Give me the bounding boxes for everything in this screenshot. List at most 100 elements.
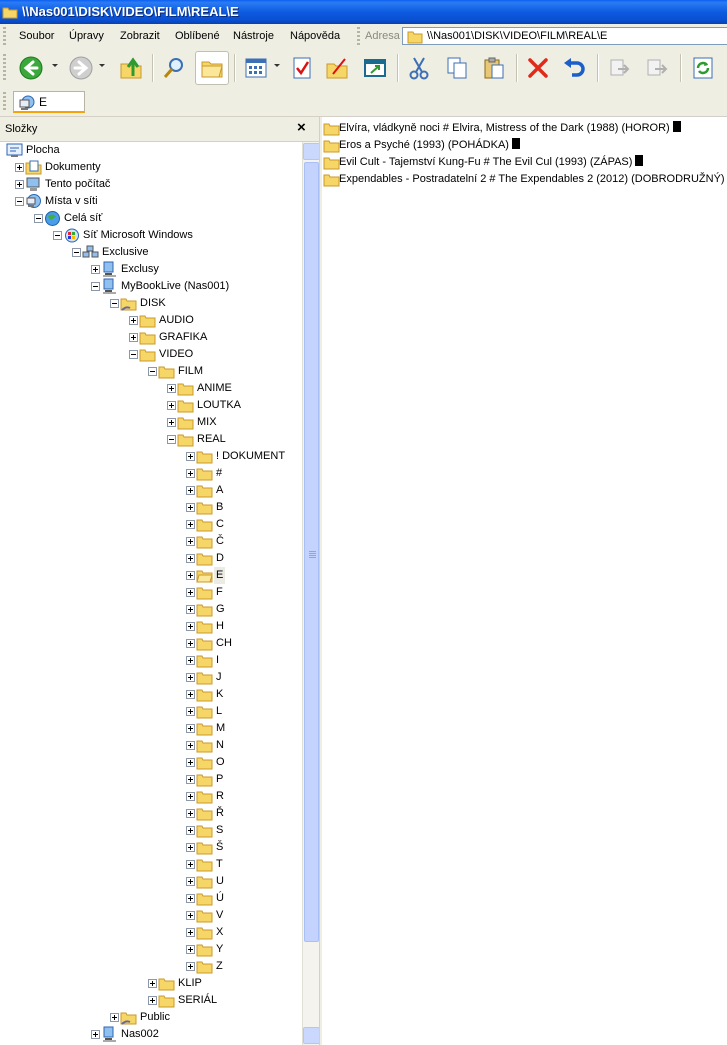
map-drive-button[interactable]: [358, 51, 392, 85]
tree-item[interactable]: I: [0, 652, 302, 669]
pane-splitter[interactable]: [319, 117, 323, 1045]
expand-icon[interactable]: [186, 809, 195, 818]
menu-napoveda[interactable]: Nápověda: [290, 30, 341, 42]
forward-button[interactable]: [64, 51, 98, 85]
expand-icon[interactable]: [186, 945, 195, 954]
expand-icon[interactable]: [91, 1030, 100, 1039]
title-bar[interactable]: \\Nas001\DISK\VIDEO\FILM\REAL\E: [0, 0, 727, 24]
tree-item[interactable]: Exclusive: [0, 244, 302, 261]
toolbar-grip[interactable]: [3, 54, 6, 82]
tree-item[interactable]: V: [0, 907, 302, 924]
tree-item[interactable]: REAL: [0, 431, 302, 448]
tree-item[interactable]: E: [0, 567, 302, 584]
tree-item[interactable]: N: [0, 737, 302, 754]
tree-item[interactable]: B: [0, 499, 302, 516]
search-button[interactable]: [157, 51, 191, 85]
tree-item[interactable]: Místa v síti: [0, 193, 302, 210]
tree-scrollbar[interactable]: [302, 142, 320, 1045]
expand-icon[interactable]: [186, 741, 195, 750]
undo-button[interactable]: [557, 51, 591, 85]
expand-icon[interactable]: [15, 163, 24, 172]
tree-item[interactable]: AUDIO: [0, 312, 302, 329]
expand-icon[interactable]: [186, 792, 195, 801]
address-grip[interactable]: [357, 27, 360, 45]
expand-icon[interactable]: [186, 826, 195, 835]
tree-item[interactable]: VIDEO: [0, 346, 302, 363]
tree-item[interactable]: M: [0, 720, 302, 737]
collapse-icon[interactable]: [53, 231, 62, 240]
expand-icon[interactable]: [186, 928, 195, 937]
expand-icon[interactable]: [186, 486, 195, 495]
move-to-button[interactable]: [603, 51, 637, 85]
list-item[interactable]: Evil Cult - Tajemství Kung-Fu # The Evil…: [322, 154, 727, 171]
expand-icon[interactable]: [148, 979, 157, 988]
tree-item[interactable]: Č: [0, 533, 302, 550]
tree-item[interactable]: Celá síť: [0, 210, 302, 227]
expand-icon[interactable]: [91, 265, 100, 274]
tree-item[interactable]: Ř: [0, 805, 302, 822]
menu-oblibene[interactable]: Oblíbené: [175, 30, 220, 42]
refresh-button[interactable]: [686, 51, 720, 85]
cut-button[interactable]: [402, 51, 436, 85]
expand-icon[interactable]: [186, 877, 195, 886]
tree-item[interactable]: CH: [0, 635, 302, 652]
back-button[interactable]: [14, 51, 48, 85]
copy-button[interactable]: [440, 51, 474, 85]
tree-item[interactable]: Ú: [0, 890, 302, 907]
tree-item[interactable]: X: [0, 924, 302, 941]
expand-icon[interactable]: [186, 894, 195, 903]
tree-item[interactable]: U: [0, 873, 302, 890]
tree-item[interactable]: L: [0, 703, 302, 720]
collapse-icon[interactable]: [15, 197, 24, 206]
delete-button[interactable]: [521, 51, 555, 85]
collapse-icon[interactable]: [148, 367, 157, 376]
collapse-icon[interactable]: [91, 282, 100, 291]
copy-to-button[interactable]: [640, 51, 674, 85]
tree-item[interactable]: GRAFIKA: [0, 329, 302, 346]
tree-item[interactable]: Tento počítač: [0, 176, 302, 193]
tree-item[interactable]: Dokumenty: [0, 159, 302, 176]
scroll-thumb[interactable]: [304, 162, 319, 942]
forward-dropdown[interactable]: [99, 64, 105, 67]
tree-item[interactable]: DISK: [0, 295, 302, 312]
expand-icon[interactable]: [186, 690, 195, 699]
tree-item[interactable]: K: [0, 686, 302, 703]
menu-zobrazit[interactable]: Zobrazit: [120, 30, 160, 42]
tree-item[interactable]: G: [0, 601, 302, 618]
expand-icon[interactable]: [186, 962, 195, 971]
tree-item[interactable]: Síť Microsoft Windows: [0, 227, 302, 244]
expand-icon[interactable]: [186, 843, 195, 852]
tree-item[interactable]: ANIME: [0, 380, 302, 397]
tree-item[interactable]: D: [0, 550, 302, 567]
expand-icon[interactable]: [186, 639, 195, 648]
tree-item[interactable]: S: [0, 822, 302, 839]
expand-icon[interactable]: [15, 180, 24, 189]
expand-icon[interactable]: [186, 452, 195, 461]
scroll-up-button[interactable]: [303, 143, 320, 160]
tree-item[interactable]: A: [0, 482, 302, 499]
toolbar-grip[interactable]: [3, 92, 6, 112]
collapse-icon[interactable]: [72, 248, 81, 257]
tree-item[interactable]: #: [0, 465, 302, 482]
expand-icon[interactable]: [110, 1013, 119, 1022]
expand-icon[interactable]: [129, 316, 138, 325]
expand-icon[interactable]: [186, 622, 195, 631]
expand-icon[interactable]: [186, 724, 195, 733]
expand-icon[interactable]: [186, 656, 195, 665]
collapse-icon[interactable]: [167, 435, 176, 444]
tree-item[interactable]: T: [0, 856, 302, 873]
expand-icon[interactable]: [129, 333, 138, 342]
expand-icon[interactable]: [186, 707, 195, 716]
tree-item[interactable]: Y: [0, 941, 302, 958]
expand-icon[interactable]: [186, 554, 195, 563]
tree-item[interactable]: Nas002: [0, 1026, 302, 1043]
folder-options-button[interactable]: [320, 51, 354, 85]
tree-item[interactable]: J: [0, 669, 302, 686]
expand-icon[interactable]: [186, 537, 195, 546]
menu-upravy[interactable]: Úpravy: [69, 30, 104, 42]
folders-button[interactable]: [195, 51, 229, 85]
tree-item[interactable]: R: [0, 788, 302, 805]
toolbar-grip[interactable]: [3, 27, 6, 45]
expand-icon[interactable]: [186, 469, 195, 478]
expand-icon[interactable]: [186, 503, 195, 512]
